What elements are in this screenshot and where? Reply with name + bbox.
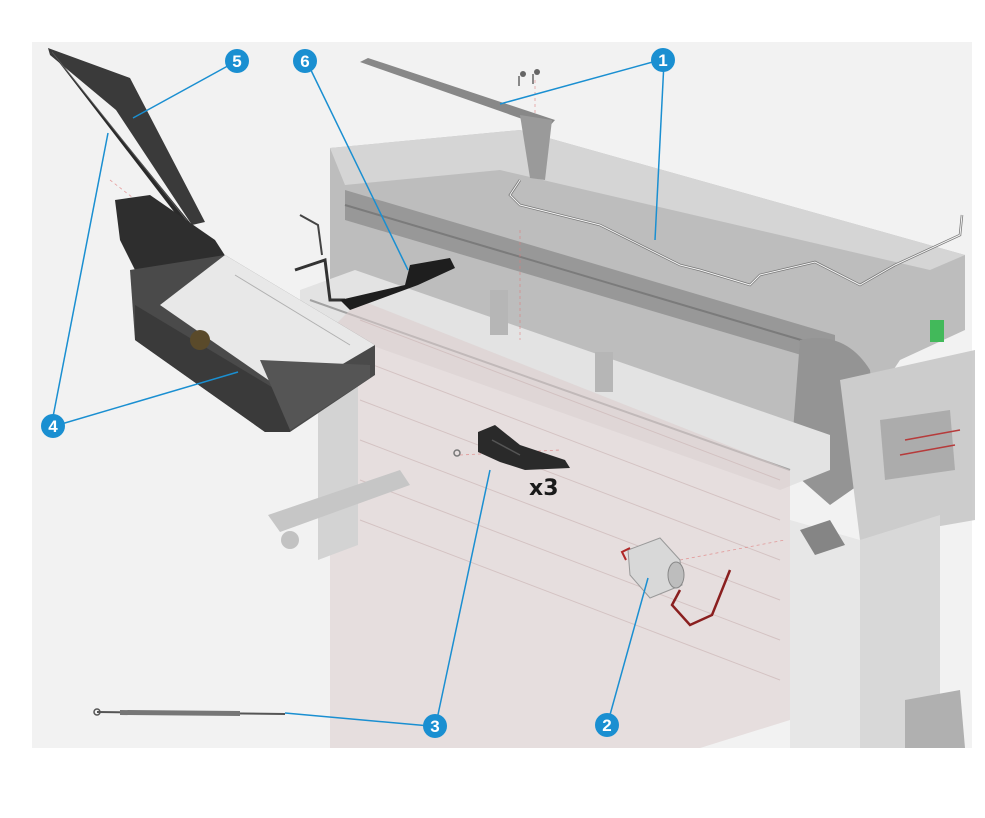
cable-bracket-part bbox=[360, 58, 964, 287]
leader-lines bbox=[51, 59, 665, 727]
printer-body bbox=[268, 130, 975, 748]
leader-line-1b bbox=[654, 61, 665, 241]
leader-line-3b bbox=[284, 712, 431, 727]
sensor-arm-part bbox=[294, 214, 455, 310]
callout-circle bbox=[651, 48, 675, 72]
quantity-label: x3 bbox=[529, 476, 559, 501]
callout-circle bbox=[293, 49, 317, 73]
callout-number: 1 bbox=[658, 51, 667, 70]
callout-circle bbox=[225, 49, 249, 73]
callout-number: 2 bbox=[602, 716, 611, 735]
callout-3: 3 bbox=[423, 714, 447, 738]
tray-assembly-part bbox=[115, 195, 375, 432]
callout-circle bbox=[595, 713, 619, 737]
leader-line-1a bbox=[499, 59, 661, 105]
leader-line-5 bbox=[132, 61, 236, 119]
rod-part bbox=[93, 708, 286, 716]
leader-line-4a bbox=[51, 132, 109, 423]
leader-line-3a bbox=[435, 469, 491, 725]
callout-circle bbox=[41, 414, 65, 438]
callout-number: 5 bbox=[232, 52, 241, 71]
motor-part bbox=[620, 537, 732, 627]
callout-6: 6 bbox=[293, 49, 317, 73]
callout-4: 4 bbox=[41, 414, 65, 438]
callout-2: 2 bbox=[595, 713, 619, 737]
callout-1: 1 bbox=[651, 48, 675, 72]
callout-5: 5 bbox=[225, 49, 249, 73]
callout-number: 4 bbox=[48, 417, 58, 436]
cover-part bbox=[48, 48, 205, 226]
callout-number: 6 bbox=[300, 52, 309, 71]
callout-circle bbox=[423, 714, 447, 738]
leader-line-2 bbox=[607, 577, 649, 723]
callout-number: 3 bbox=[430, 717, 439, 736]
leader-line-6 bbox=[306, 61, 409, 271]
clip-part bbox=[453, 425, 570, 470]
leader-line-4b bbox=[57, 371, 239, 426]
